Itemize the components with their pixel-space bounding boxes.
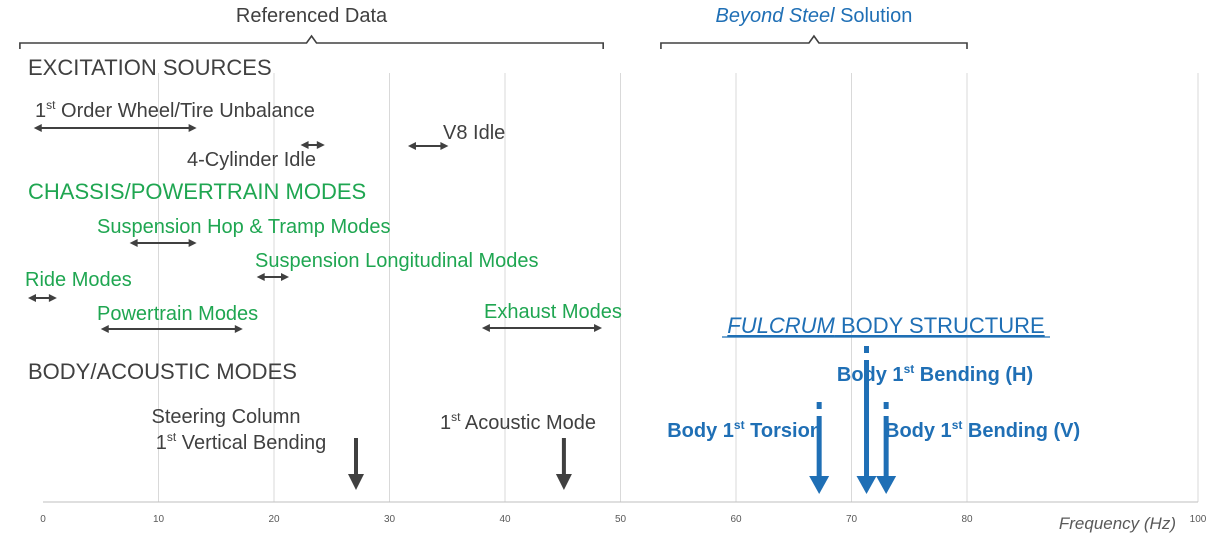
acoustic-mode-label: 1st Acoustic Mode [440,410,596,434]
steering-column-arrow [348,438,365,490]
x-tick-label: 20 [268,514,280,525]
fulcrum-label-2: Body 1st Bending (V) [885,418,1080,442]
range-label-5: Ride Modes [25,269,132,291]
x-tick-label: 80 [961,514,973,525]
range-label-0: 1st Order Wheel/Tire Unbalance [35,98,315,122]
fulcrum-arrow-0 [809,402,830,494]
range-arrow-2 [407,142,449,150]
fulcrum-label-1: Body 1st Bending (H) [837,362,1033,386]
x-axis: 0 10 20 30 40 50 60 70 80 100 Frequency (Hz) [40,501,1207,533]
fulcrum-arrow-2 [876,402,897,494]
range-arrow-1 [300,141,325,149]
x-tick-label: 60 [730,514,742,525]
x-tick-label: 0 [40,514,46,525]
acoustic-mode-arrow [555,438,572,490]
range-arrow-6 [100,325,243,333]
range-arrow-5-head-left [27,294,36,302]
bracket-0 [19,34,604,49]
steering-column-label-line1: Steering Column [152,406,301,428]
section-layer: EXCITATION SOURCES CHASSIS/POWERTRAIN MOD… [28,55,366,384]
range-label-4: Suspension Longitudinal Modes [255,250,539,272]
x-tick-label: 50 [615,514,627,525]
range-arrow-0-head-right [188,124,197,132]
fulcrum-label-0: Body 1st Torsion [667,418,822,442]
steering-column-arrow-head [348,474,365,490]
range-arrow-0 [33,124,197,132]
range-arrow-7 [481,324,603,332]
range-arrow-3-head-right [188,239,197,247]
section-header-0: EXCITATION SOURCES [28,55,272,80]
x-axis-label: Frequency (Hz) [1059,514,1176,533]
range-arrow-6-head-right [234,325,243,333]
range-arrow-7-head-left [481,324,490,332]
range-arrow-4-head-left [256,273,265,281]
fulcrum-layer: FULCRUM BODY STRUCTURE Body 1st Torsion Bo… [667,313,1080,494]
range-label-2: V8 Idle [443,122,505,144]
range-arrow-5-head-right [48,294,57,302]
grid-layer [158,73,1199,502]
fulcrum-title: FULCRUM BODY STRUCTURE [727,313,1044,338]
range-arrow-2-head-right [440,142,449,150]
range-arrow-4-head-right [281,273,290,281]
fulcrum-arrow-2-head [876,476,897,494]
x-tick-label: 30 [384,514,396,525]
bracket-label-0: Referenced Data [236,5,388,27]
range-arrow-3 [129,239,197,247]
steering-column-label-line2: 1st Vertical Bending [156,430,327,454]
fulcrum-arrow-0-head [809,476,830,494]
fulcrum-arrow-1-head [856,476,877,494]
bracket-1 [660,34,968,49]
range-arrow-7-head-right [594,324,603,332]
range-arrow-4 [256,273,290,281]
range-label-7: Exhaust Modes [484,301,622,323]
acoustic-mode-arrow-head [555,474,572,490]
fulcrum-arrow-1 [856,346,877,494]
x-tick-label: 40 [499,514,511,525]
range-arrow-1-head-right [316,141,325,149]
range-label-3: Suspension Hop & Tramp Modes [97,216,391,238]
section-header-2: BODY/ACOUSTIC MODES [28,359,297,384]
range-arrow-6-head-left [100,325,109,333]
section-header-1: CHASSIS/POWERTRAIN MODES [28,179,366,204]
range-arrow-2-head-left [407,142,416,150]
bracket-label-1: Beyond Steel Solution [716,5,913,27]
range-arrow-1-head-left [300,141,309,149]
range-layer: 1st Order Wheel/Tire Unbalance 4-Cylinder… [25,98,622,333]
x-tick-label: 100 [1190,514,1207,525]
range-label-6: Powertrain Modes [97,303,258,325]
range-arrow-5 [27,294,57,302]
bracket-layer: Referenced Data Beyond Steel Solution [19,5,968,49]
range-arrow-3-head-left [129,239,138,247]
range-arrow-0-head-left [33,124,42,132]
range-label-1: 4-Cylinder Idle [187,149,316,171]
x-tick-label: 10 [153,514,165,525]
x-tick-label: 70 [846,514,858,525]
